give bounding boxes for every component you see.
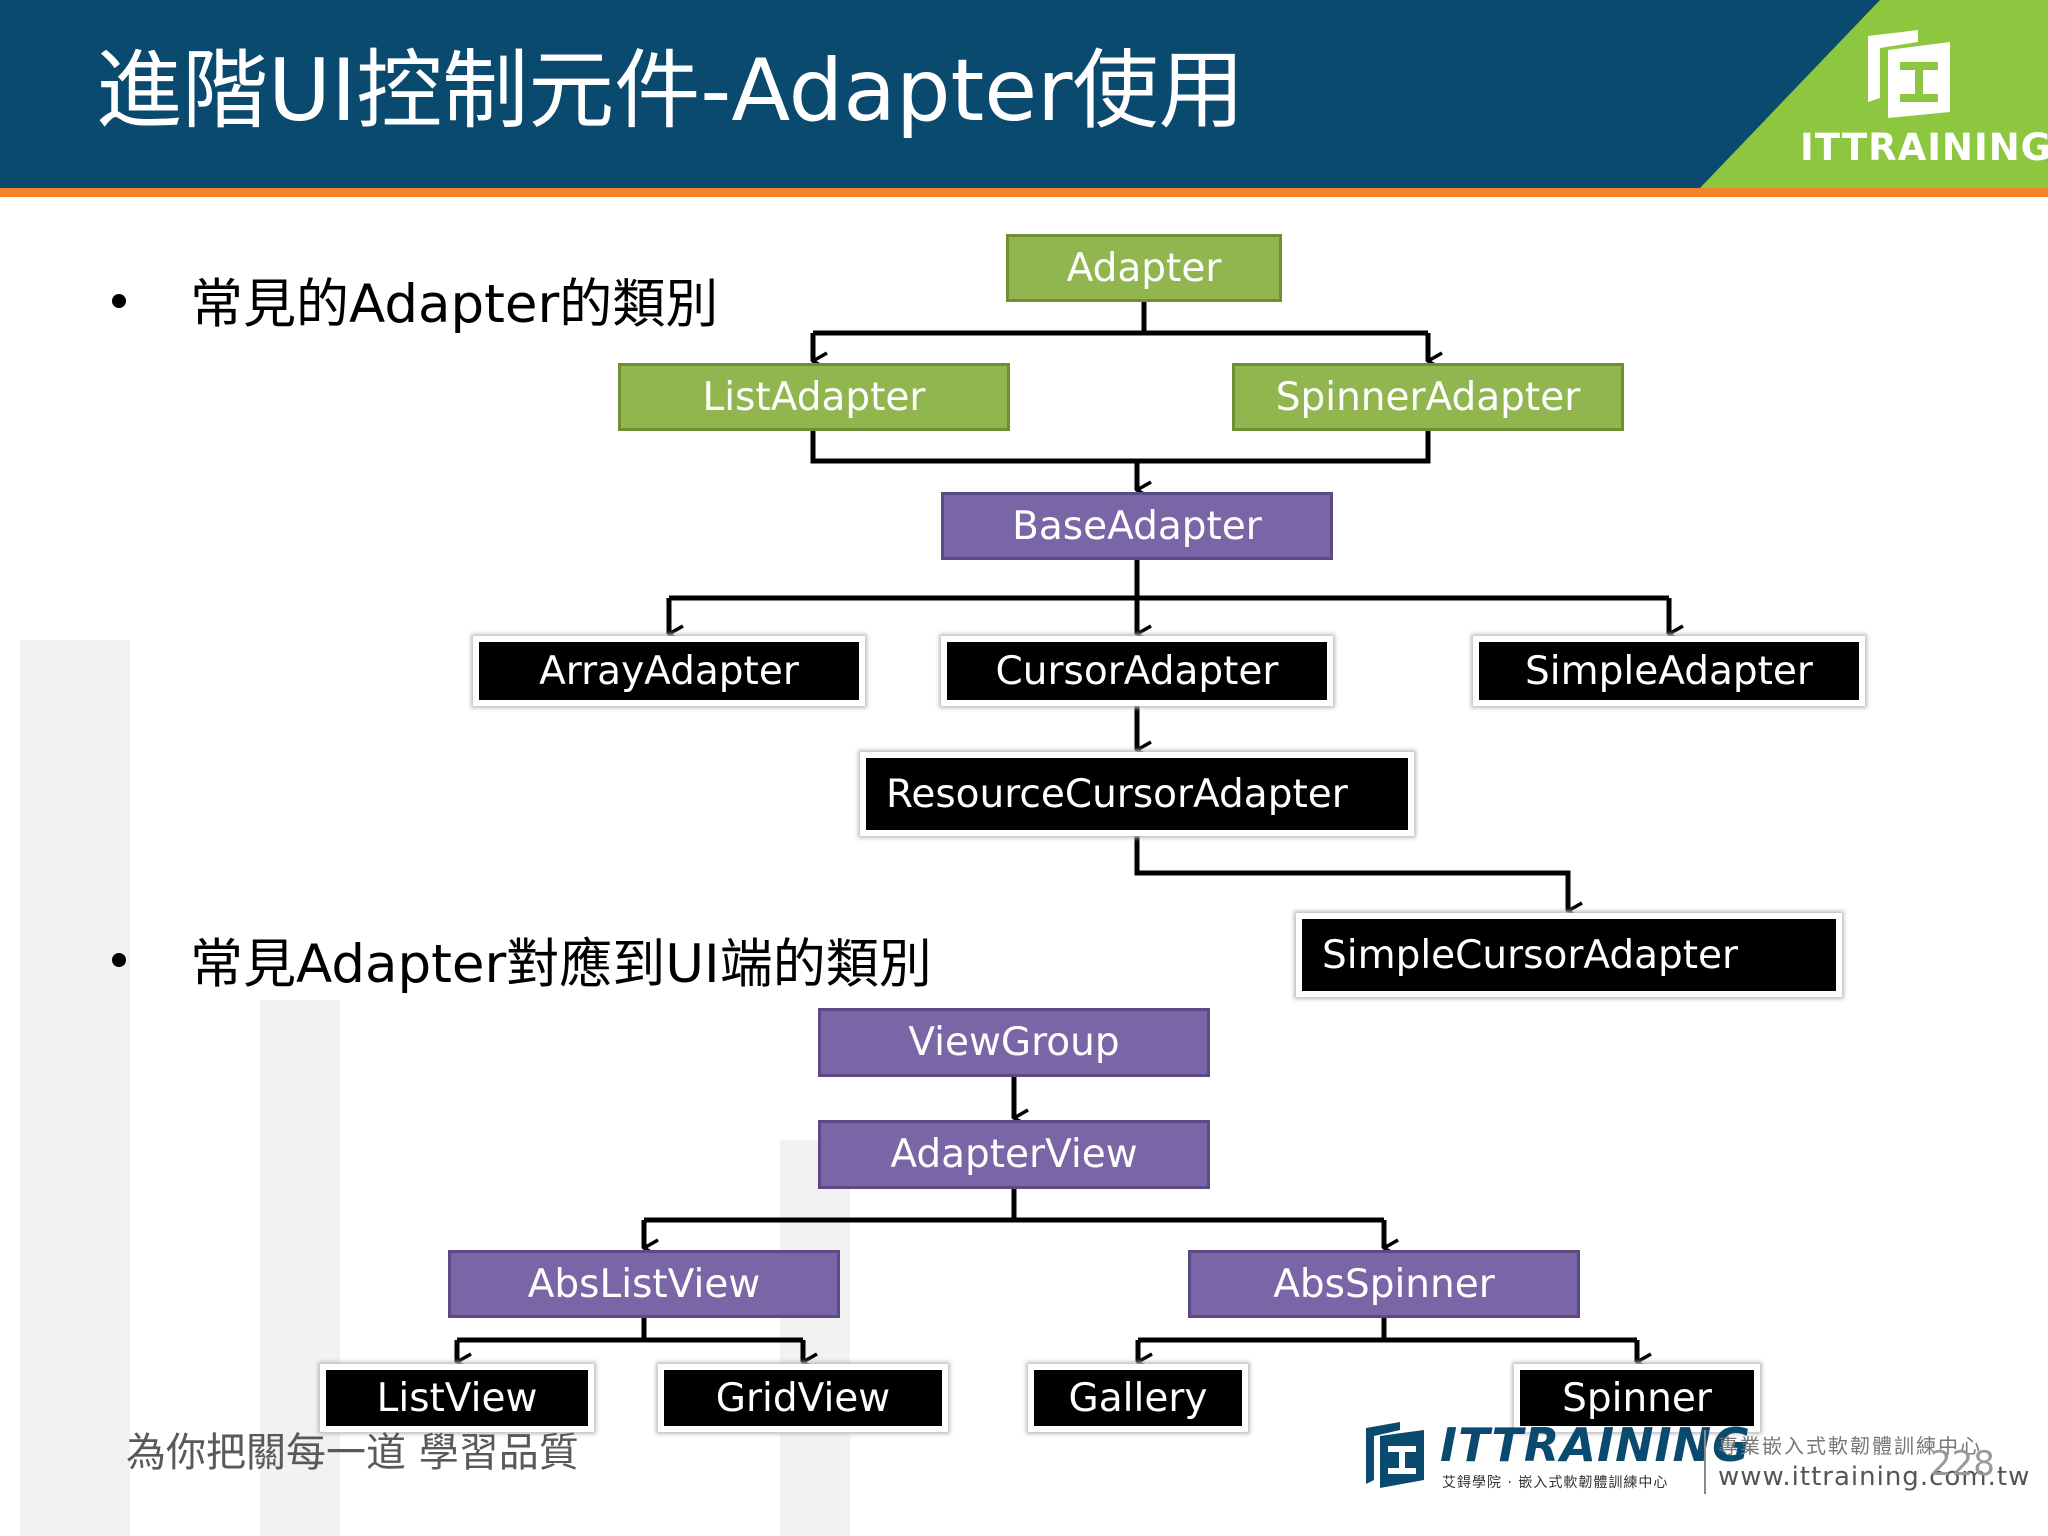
footer-divider [1704, 1430, 1706, 1494]
footer-slogan: 為你把關每一道 學習品質 [126, 1430, 579, 1476]
bullet-ui-adapter-types: 常見Adapter對應到UI端的類別 [190, 934, 932, 995]
bullet-dot-icon [112, 294, 126, 308]
node-cursor-adapter: CursorAdapter [941, 636, 1333, 706]
node-abs-spinner: AbsSpinner [1188, 1250, 1580, 1318]
node-adapter-view: AdapterView [818, 1120, 1210, 1189]
footer-url: www.ittraining.com.tw [1718, 1462, 2031, 1492]
node-base-adapter: BaseAdapter [941, 492, 1333, 560]
header-logo-text: ITTRAINING [1800, 126, 2048, 169]
node-list-view: ListView [320, 1364, 594, 1432]
header-bar [0, 0, 2048, 188]
background-decoration-bar [260, 1000, 340, 1536]
footer-brand-cn: 專業嵌入式軟韌體訓練中心 [1718, 1434, 1982, 1458]
ittraining-logo-icon [1868, 30, 1950, 118]
node-simple-cursor-adapter: SimpleCursorAdapter [1296, 913, 1842, 997]
node-adapter: Adapter [1006, 234, 1282, 302]
page-number: 228 [1930, 1444, 1995, 1484]
background-decoration-left [20, 640, 130, 1536]
node-grid-view: GridView [658, 1364, 948, 1432]
node-view-group: ViewGroup [818, 1008, 1210, 1077]
footer-brand-subtitle: 艾鍀學院 · 嵌入式軟韌體訓練中心 [1442, 1475, 1669, 1491]
node-spinner: Spinner [1514, 1364, 1760, 1432]
footer-logo-icon [1366, 1422, 1424, 1488]
footer-brand: ITTRAINING [1440, 1418, 1751, 1472]
node-list-adapter: ListAdapter [618, 363, 1010, 431]
node-array-adapter: ArrayAdapter [473, 636, 865, 706]
bullet-adapter-types: 常見的Adapter的類別 [190, 274, 719, 335]
node-simple-adapter: SimpleAdapter [1473, 636, 1865, 706]
node-gallery: Gallery [1028, 1364, 1248, 1432]
node-spinner-adapter: SpinnerAdapter [1232, 363, 1624, 431]
header-accent-line [0, 188, 2048, 197]
node-abs-list-view: AbsListView [448, 1250, 840, 1318]
node-resource-cursor-adapter: ResourceCursorAdapter [860, 752, 1414, 836]
page-title: 進階UI控制元件-Adapter使用 [96, 41, 1245, 141]
bullet-dot-icon [112, 953, 126, 967]
